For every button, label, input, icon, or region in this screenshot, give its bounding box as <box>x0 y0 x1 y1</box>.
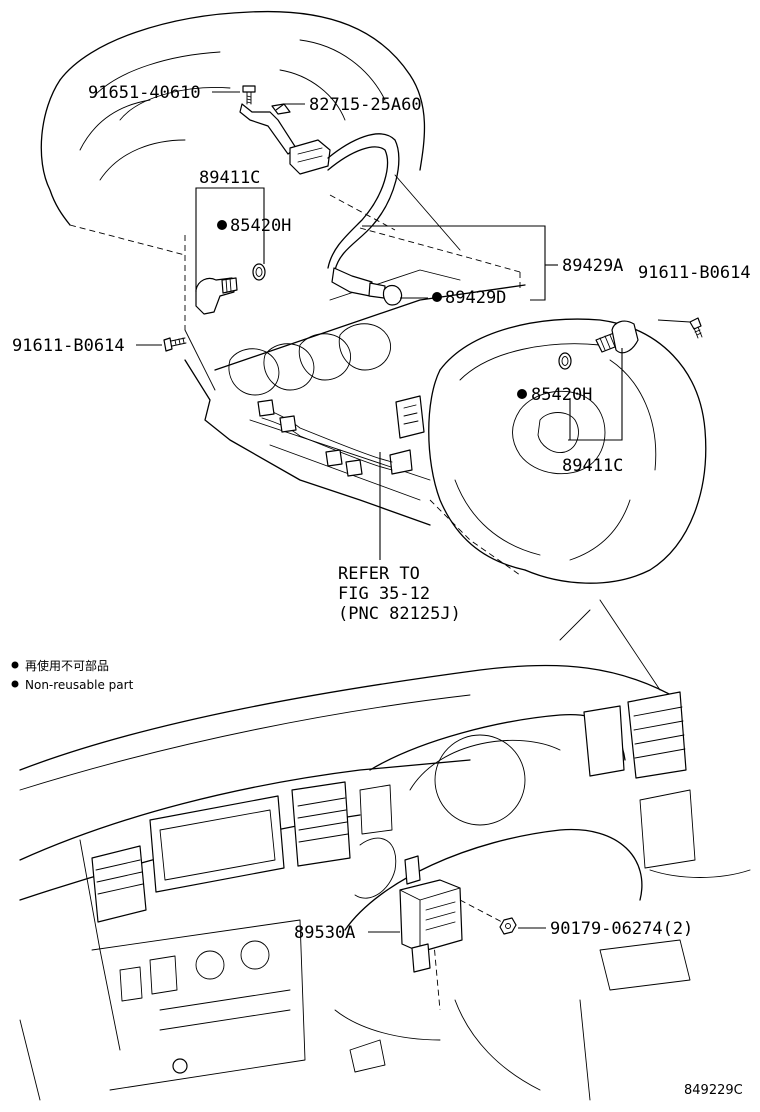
bolt-left-icon <box>163 337 187 352</box>
part-label-85420h-right: 85420H <box>531 385 592 405</box>
leader-lines-lower <box>368 899 546 933</box>
part-label-91651-40610: 91651-40610 <box>88 83 201 103</box>
o-ring-left-icon <box>252 263 266 281</box>
refer-text-line-2: FIG 35-12 <box>338 584 430 604</box>
bolt-right-icon <box>689 317 703 339</box>
clamp-bracket <box>239 103 331 175</box>
part-label-82715-25a60: 82715-25A60 <box>309 95 422 115</box>
speed-sensor-harness <box>327 133 403 306</box>
instrument-panel <box>19 599 751 1101</box>
converter-housing <box>428 318 707 584</box>
non-reusable-dot-icon <box>517 389 527 399</box>
refer-text-line-3: (PNC 82125J) <box>338 604 461 624</box>
nut-icon <box>499 917 517 935</box>
part-label-89530a: 89530A <box>294 923 355 943</box>
part-label-90179-06274: 90179-06274(2) <box>550 919 693 939</box>
connector-block <box>257 395 425 477</box>
part-label-89429a: 89429A <box>562 256 623 276</box>
leader-lines <box>136 91 691 560</box>
non-reusable-dot-icon <box>432 292 442 302</box>
legend-dot-icon <box>11 680 19 688</box>
refer-text-line-1: REFER TO <box>338 564 420 584</box>
o-ring-right-icon <box>558 352 572 370</box>
figure-code: 849229C <box>684 1083 743 1098</box>
legend-dot-icon <box>11 661 19 669</box>
part-label-89429d: 89429D <box>445 288 506 308</box>
part-label-91611-b0614-left: 91611-B0614 <box>12 336 125 356</box>
non-reusable-dot-icon <box>217 220 227 230</box>
part-label-89411c-right: 89411C <box>562 456 623 476</box>
part-label-85420h-left: 85420H <box>230 216 291 236</box>
speed-sensor-left <box>195 277 238 315</box>
ecu-module <box>399 855 463 973</box>
legend-english: Non-reusable part <box>25 678 134 692</box>
speed-sensor-right <box>595 320 639 354</box>
part-label-91611-b0614-right: 91611-B0614 <box>638 263 751 283</box>
part-label-89411c-left: 89411C <box>199 168 260 188</box>
bolt-icon <box>242 85 256 105</box>
legend-japanese: 再使用不可部品 <box>25 658 109 673</box>
